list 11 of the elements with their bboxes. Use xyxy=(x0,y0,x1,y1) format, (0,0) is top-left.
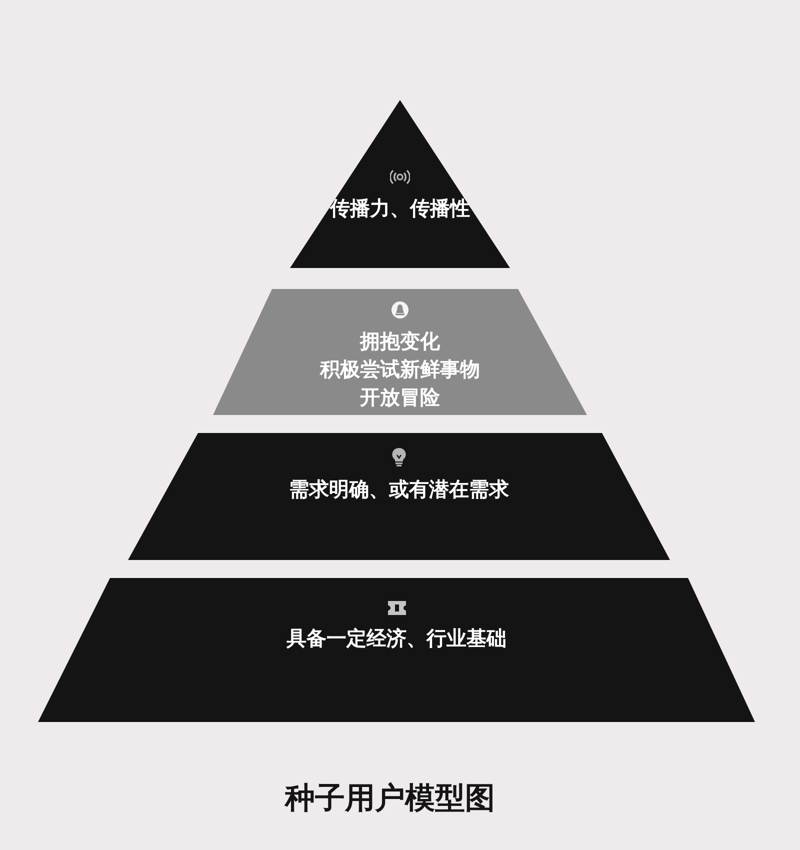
pyramid-tier xyxy=(213,289,587,415)
tier-label: 拥抱变化 xyxy=(360,328,440,355)
tier-label: 传播力、传播性 xyxy=(330,195,470,222)
tier-label: 具备一定经济、行业基础 xyxy=(286,625,506,652)
tier-label: 积极尝试新鲜事物 xyxy=(320,356,480,383)
pyramid-tier xyxy=(38,578,755,722)
pyramid-tier xyxy=(128,433,670,560)
diagram-caption: 种子用户模型图 xyxy=(283,780,496,818)
pyramid-apex xyxy=(290,100,510,268)
tier-label: 需求明确、或有潜在需求 xyxy=(289,476,509,503)
tier-label: 开放冒险 xyxy=(360,384,440,411)
